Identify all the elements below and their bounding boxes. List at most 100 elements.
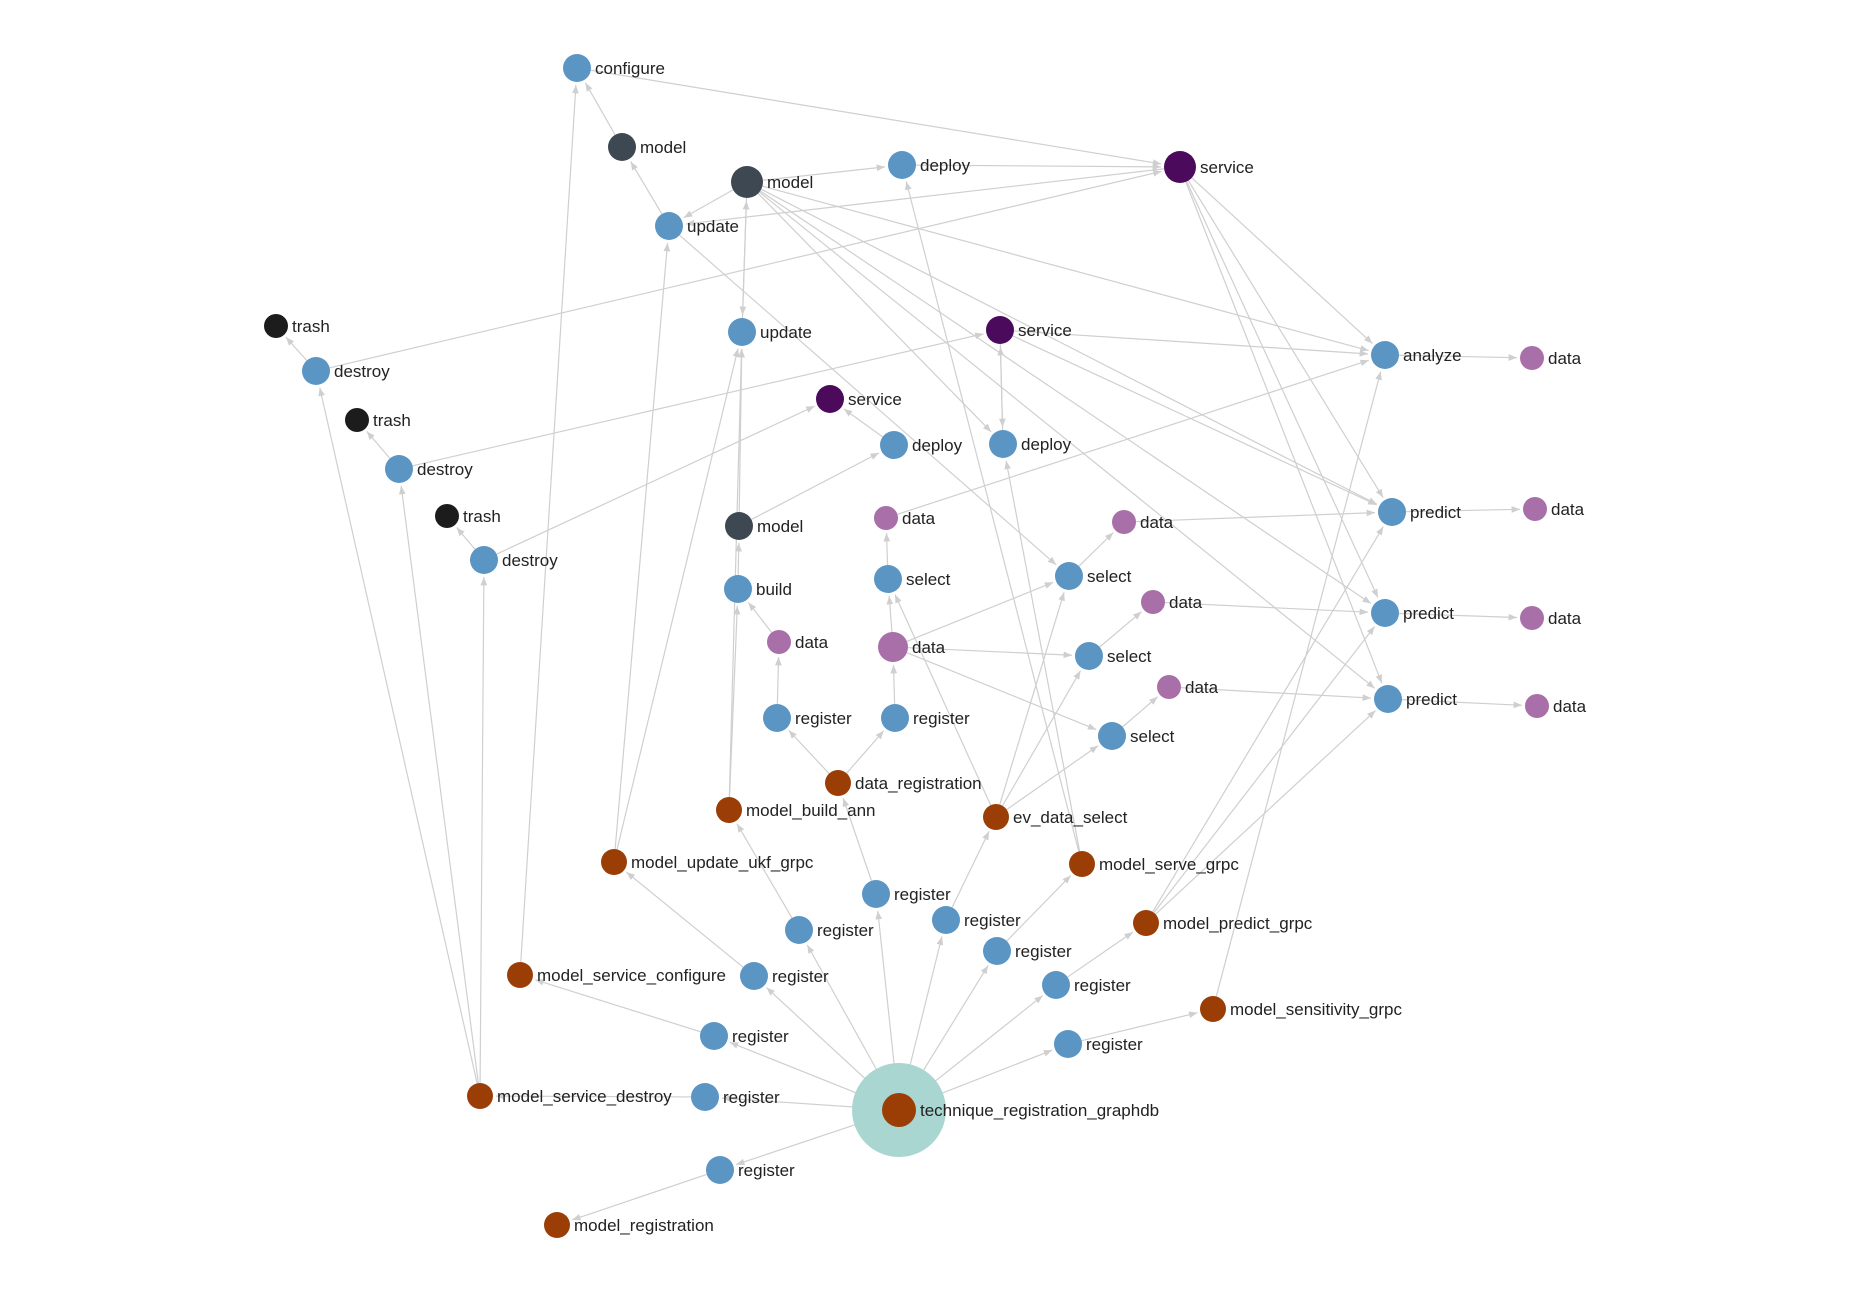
action-node-marker[interactable] [1042,971,1070,999]
process-node-marker[interactable] [507,962,533,988]
node-model-predict-grpc[interactable]: model_predict_grpc [1133,910,1313,936]
action-node-marker[interactable] [1055,562,1083,590]
trash-node-marker[interactable] [264,314,288,338]
action-node-marker[interactable] [880,431,908,459]
action-node-marker[interactable] [763,704,791,732]
node-trash-3[interactable]: trash [435,504,501,528]
data-node-marker[interactable] [1112,510,1136,534]
data-node-marker[interactable] [1520,606,1544,630]
node-model-service-configure[interactable]: model_service_configure [507,962,726,988]
node-trash-1[interactable]: trash [264,314,330,338]
data-node-marker[interactable] [1157,675,1181,699]
data-node-marker[interactable] [1141,590,1165,614]
node-data-out2[interactable]: data [1520,606,1582,630]
node-predict-1[interactable]: predict [1378,498,1461,526]
model-node-marker[interactable] [725,512,753,540]
node-model-c[interactable]: model [725,512,803,540]
service-node-marker[interactable] [816,385,844,413]
action-node-marker[interactable] [724,575,752,603]
action-node-marker[interactable] [785,916,813,944]
node-update-b[interactable]: update [728,318,812,346]
action-node-marker[interactable] [881,704,909,732]
action-node-marker[interactable] [563,54,591,82]
node-destroy-1[interactable]: destroy [302,357,390,385]
data-node-marker[interactable] [1520,346,1544,370]
node-service-c[interactable]: service [816,385,902,413]
node-model-update-ukf-grpc[interactable]: model_update_ukf_grpc [601,849,814,875]
process-node-marker[interactable] [1200,996,1226,1022]
node-destroy-3[interactable]: destroy [470,546,558,574]
action-node-marker[interactable] [862,880,890,908]
node-reg-6[interactable]: register [1042,971,1131,999]
node-analyze[interactable]: analyze [1371,341,1462,369]
process-node-marker[interactable] [467,1083,493,1109]
node-select-b[interactable]: select [1055,562,1132,590]
node-model-sensitivity-grpc[interactable]: model_sensitivity_grpc [1200,996,1402,1022]
node-data-registration[interactable]: data_registration [825,770,982,796]
action-node-marker[interactable] [989,430,1017,458]
action-node-marker[interactable] [983,937,1011,965]
node-data-build[interactable]: data [767,630,829,654]
data-node-marker[interactable] [874,506,898,530]
action-node-marker[interactable] [655,212,683,240]
node-reg-9[interactable]: register [691,1083,780,1111]
process-node-marker[interactable] [983,804,1009,830]
node-trash-2[interactable]: trash [345,408,411,432]
trash-node-marker[interactable] [345,408,369,432]
node-reg-3[interactable]: register [785,916,874,944]
action-node-marker[interactable] [1054,1030,1082,1058]
trash-node-marker[interactable] [435,504,459,528]
process-node-marker[interactable] [1133,910,1159,936]
service-node-marker[interactable] [986,316,1014,344]
node-select-d[interactable]: select [1098,722,1175,750]
node-model-service-destroy[interactable]: model_service_destroy [467,1083,672,1109]
node-data-out1[interactable]: data [1523,497,1585,521]
action-node-marker[interactable] [706,1156,734,1184]
node-deploy-b[interactable]: deploy [880,431,963,459]
process-node-marker[interactable] [601,849,627,875]
node-data-an[interactable]: data [1520,346,1582,370]
node-destroy-2[interactable]: destroy [385,455,473,483]
action-node-marker[interactable] [1075,642,1103,670]
process-node-marker[interactable] [716,797,742,823]
data-node-marker[interactable] [767,630,791,654]
node-deploy-c[interactable]: deploy [989,430,1072,458]
model-node-marker[interactable] [731,166,763,198]
action-node-marker[interactable] [874,565,902,593]
node-reg-4[interactable]: register [983,937,1072,965]
node-reg-10[interactable]: register [706,1156,795,1184]
node-reg-2[interactable]: register [932,906,1021,934]
action-node-marker[interactable] [1378,498,1406,526]
process-node-marker[interactable] [882,1093,916,1127]
action-node-marker[interactable] [470,546,498,574]
action-node-marker[interactable] [385,455,413,483]
action-node-marker[interactable] [740,962,768,990]
service-node-marker[interactable] [1164,151,1196,183]
node-data-reg[interactable]: data [878,632,946,662]
data-node-marker[interactable] [1525,694,1549,718]
node-model-a[interactable]: model [608,133,686,161]
action-node-marker[interactable] [888,151,916,179]
node-data-sel[interactable]: data [874,506,936,530]
action-node-marker[interactable] [691,1083,719,1111]
node-reg-8[interactable]: register [1054,1030,1143,1058]
action-node-marker[interactable] [932,906,960,934]
node-model-b[interactable]: model [731,166,813,198]
node-reg-1[interactable]: register [862,880,951,908]
node-data-p2[interactable]: data [1141,590,1203,614]
node-data-p3[interactable]: data [1157,675,1219,699]
node-configure[interactable]: configure [563,54,665,82]
node-register-db[interactable]: register [763,704,852,732]
node-select-a[interactable]: select [874,565,951,593]
node-service-a[interactable]: service [1164,151,1254,183]
node-service-b[interactable]: service [986,316,1072,344]
data-node-marker[interactable] [878,632,908,662]
node-data-out3[interactable]: data [1525,694,1587,718]
node-select-c[interactable]: select [1075,642,1152,670]
action-node-marker[interactable] [1374,685,1402,713]
action-node-marker[interactable] [302,357,330,385]
action-node-marker[interactable] [700,1022,728,1050]
node-model-serve-grpc[interactable]: model_serve_grpc [1069,851,1239,877]
action-node-marker[interactable] [1371,599,1399,627]
node-ev-data-select[interactable]: ev_data_select [983,804,1128,830]
